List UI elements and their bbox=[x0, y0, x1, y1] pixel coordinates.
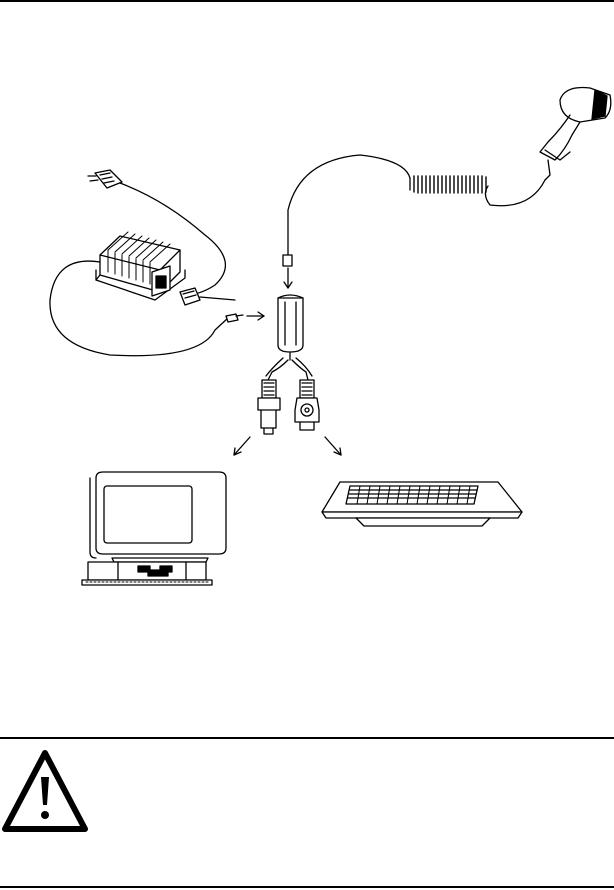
notice-bottom-rule bbox=[0, 886, 614, 888]
scanner-connection-illustration bbox=[0, 0, 614, 620]
ac-power-adapter-icon bbox=[96, 232, 185, 300]
notice-top-rule bbox=[0, 737, 614, 739]
modular-plug bbox=[180, 288, 200, 305]
caution-triangle-icon bbox=[0, 745, 90, 840]
arrow-to-computer bbox=[234, 437, 250, 455]
barrel-plug bbox=[226, 314, 243, 322]
keyboard-wedge-y-cable-icon bbox=[258, 295, 319, 434]
keyboard-icon bbox=[322, 482, 522, 526]
arrow-to-keyboard bbox=[325, 437, 341, 455]
handheld-barcode-scanner-icon bbox=[540, 88, 611, 181]
coiled-cable-icon bbox=[288, 155, 545, 255]
desktop-computer-icon bbox=[82, 466, 236, 585]
scanner-cable-connector bbox=[283, 255, 292, 266]
